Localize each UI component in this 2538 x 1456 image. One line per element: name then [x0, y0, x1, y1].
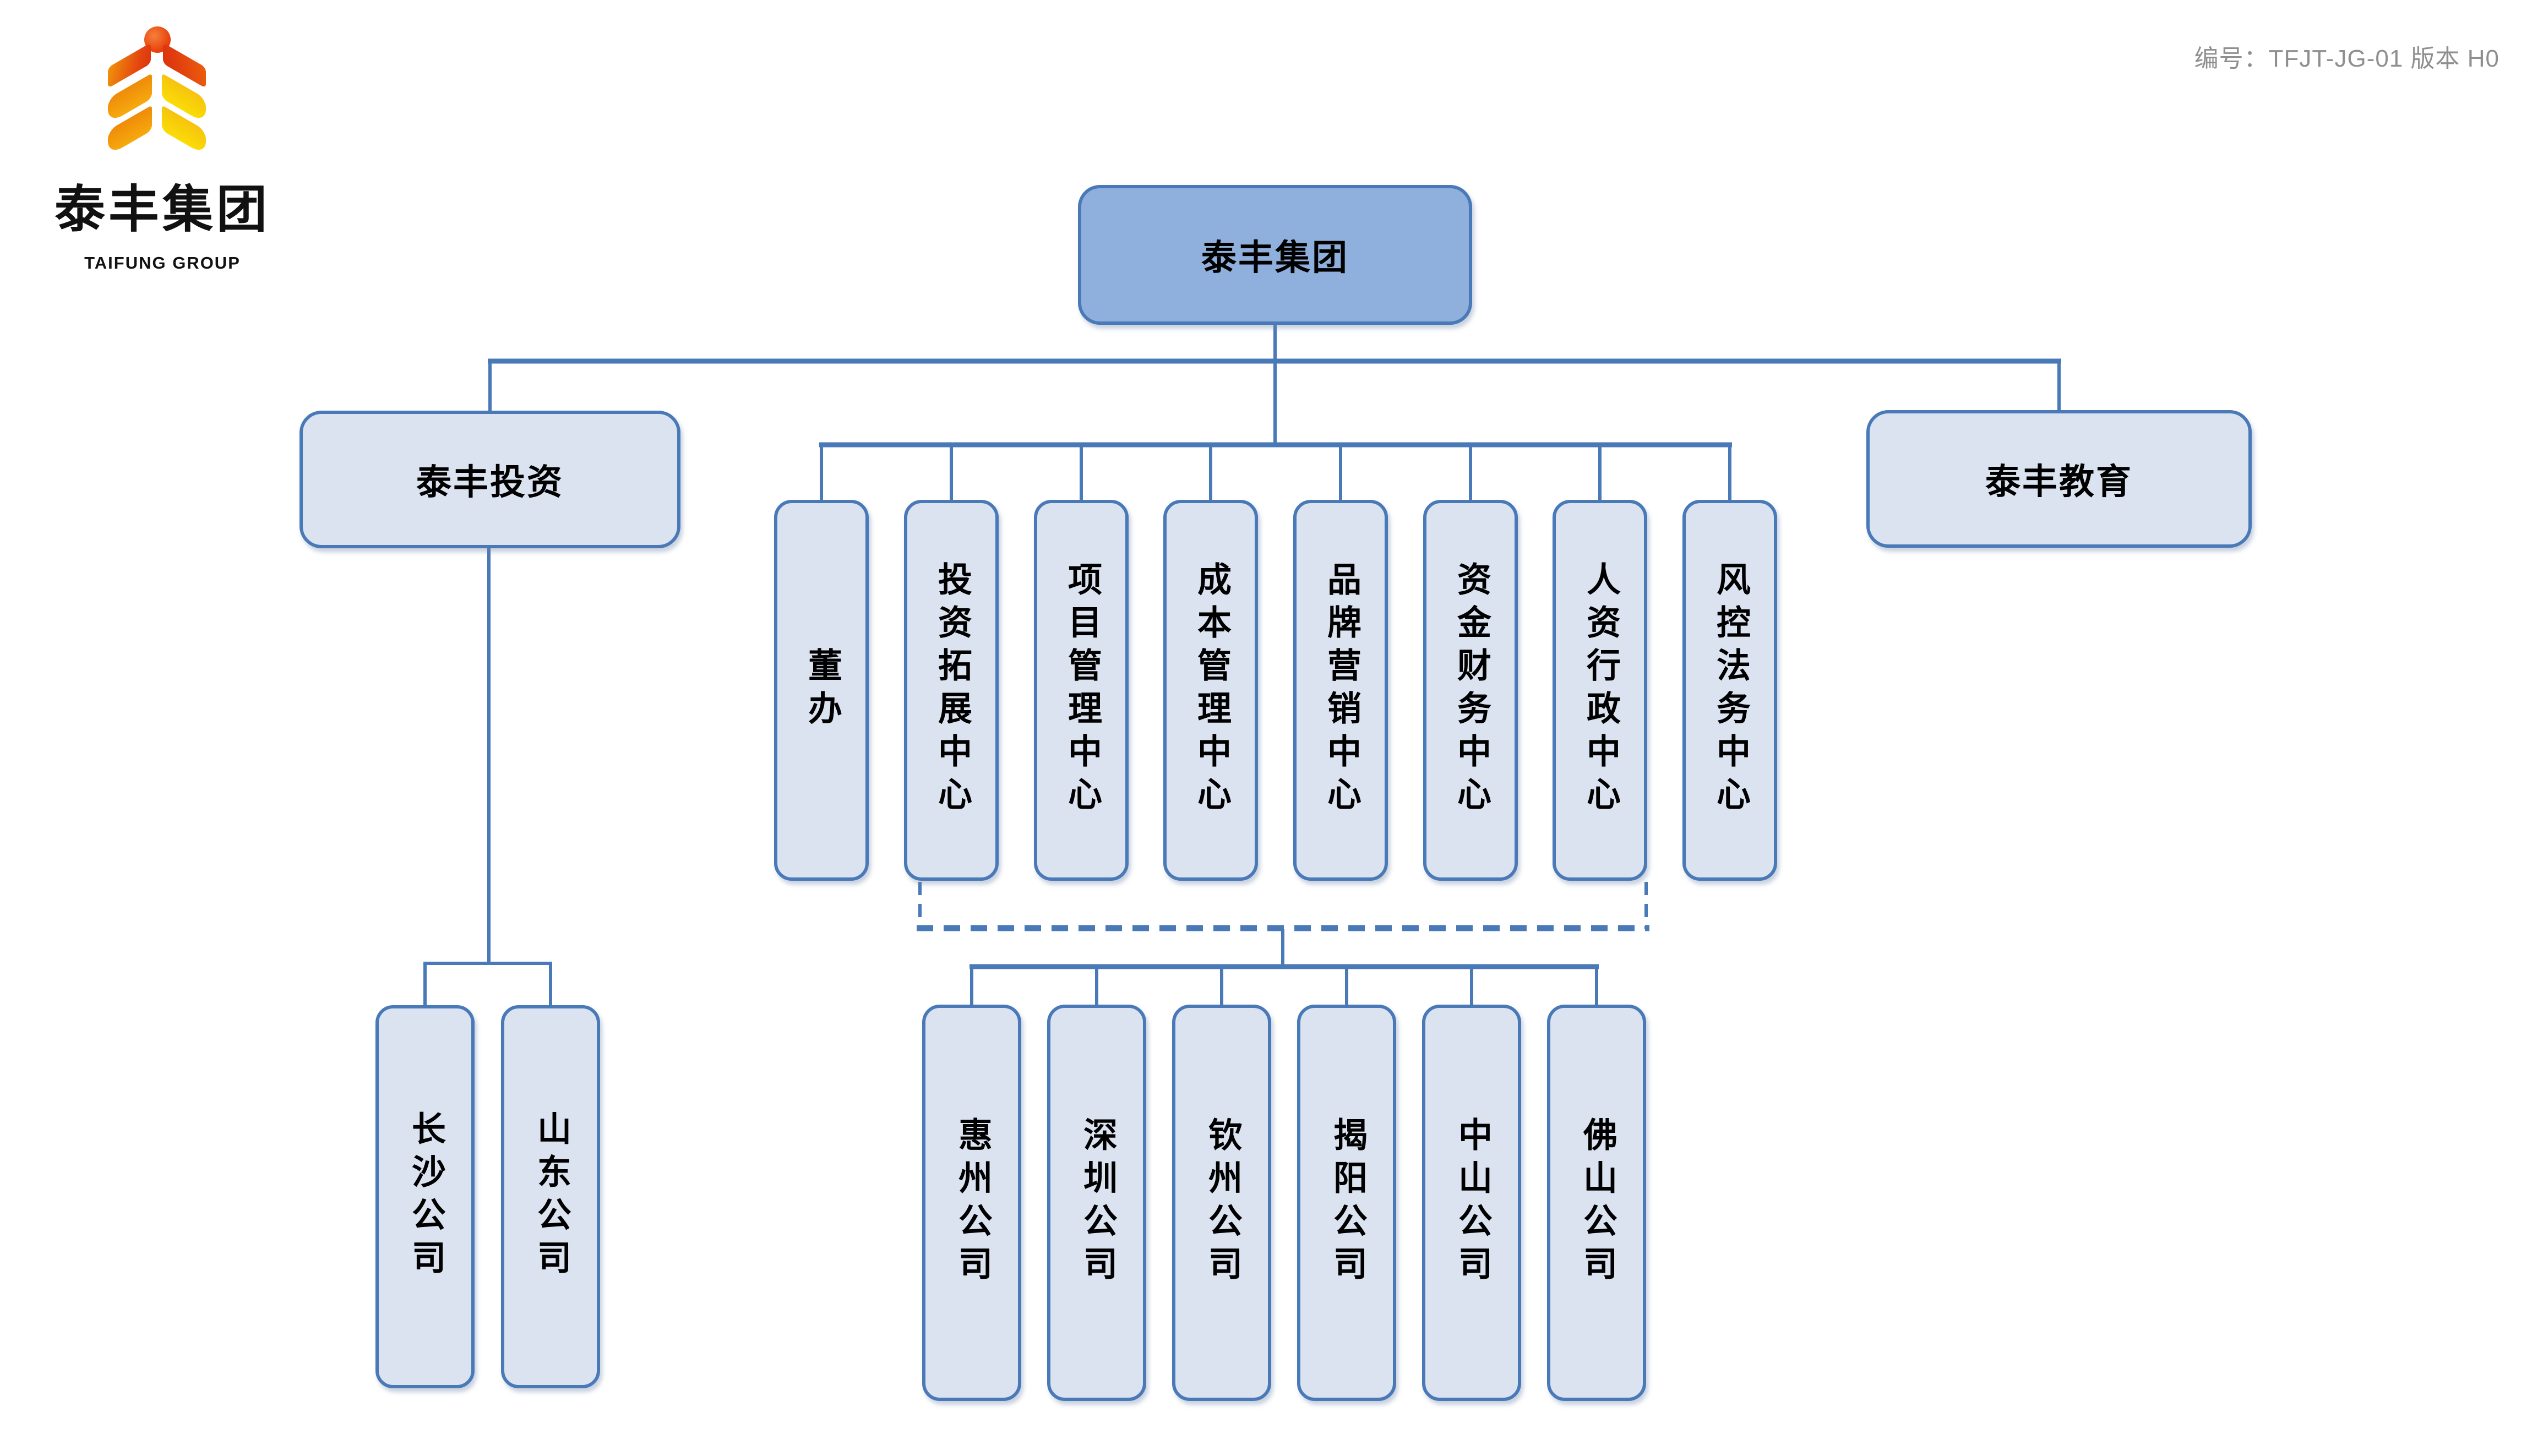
node-taifung-education: 泰丰教育: [1866, 410, 2252, 548]
node-label: 泰丰投资: [416, 462, 564, 502]
logo-subtitle: TAIFUNG GROUP: [84, 253, 241, 272]
node-label: 成本管理中心: [1192, 561, 1230, 819]
node-label: 钦州公司: [1203, 1117, 1241, 1289]
node-label: 董办: [803, 647, 841, 733]
node-label: 揭阳公司: [1328, 1117, 1366, 1289]
node-center-project-management: 项目管理中心: [1034, 500, 1129, 881]
document-code: 编号：TFJT-JG-01 版本 H0: [2194, 45, 2499, 72]
node-label: 长沙公司: [406, 1111, 444, 1283]
node-label: 泰丰集团: [1201, 238, 1349, 277]
node-center-finance: 资金财务中心: [1423, 500, 1518, 881]
node-label: 风控法务中心: [1711, 561, 1749, 819]
node-label: 投资拓展中心: [933, 561, 971, 819]
node-shenzhen-company: 深圳公司: [1047, 1005, 1146, 1401]
node-jieyang-company: 揭阳公司: [1297, 1005, 1396, 1401]
node-foshan-company: 佛山公司: [1547, 1005, 1646, 1401]
node-label: 人资行政中心: [1581, 561, 1619, 819]
node-center-investment-expansion: 投资拓展中心: [904, 500, 999, 881]
node-label: 资金财务中心: [1452, 561, 1490, 819]
node-group-headquarters: 泰丰集团: [1078, 185, 1472, 325]
node-center-hr-administration: 人资行政中心: [1553, 500, 1647, 881]
node-center-board-office: 董办: [774, 500, 869, 881]
node-huizhou-company: 惠州公司: [922, 1005, 1021, 1401]
wheat-sheaf-logo-icon: [108, 26, 216, 156]
node-taifung-investment: 泰丰投资: [299, 411, 680, 548]
node-center-cost-management: 成本管理中心: [1163, 500, 1258, 881]
node-changsha-company: 长沙公司: [375, 1005, 475, 1388]
node-label: 佛山公司: [1578, 1117, 1616, 1289]
node-shandong-company: 山东公司: [501, 1005, 600, 1388]
node-label: 山东公司: [532, 1111, 570, 1283]
node-label: 项目管理中心: [1063, 561, 1101, 819]
node-label: 泰丰教育: [1985, 462, 2133, 501]
node-zhongshan-company: 中山公司: [1422, 1005, 1521, 1401]
node-center-brand-marketing: 品牌营销中心: [1293, 500, 1388, 881]
logo-title: 泰丰集团: [54, 182, 270, 238]
company-logo: 泰丰集团 TAIFUNG GROUP: [52, 26, 273, 285]
node-label: 惠州公司: [953, 1117, 991, 1289]
node-center-risk-legal: 风控法务中心: [1682, 500, 1777, 881]
node-qinzhou-company: 钦州公司: [1172, 1005, 1271, 1401]
node-label: 中山公司: [1453, 1117, 1491, 1289]
node-label: 深圳公司: [1078, 1117, 1116, 1289]
node-label: 品牌营销中心: [1322, 561, 1360, 819]
